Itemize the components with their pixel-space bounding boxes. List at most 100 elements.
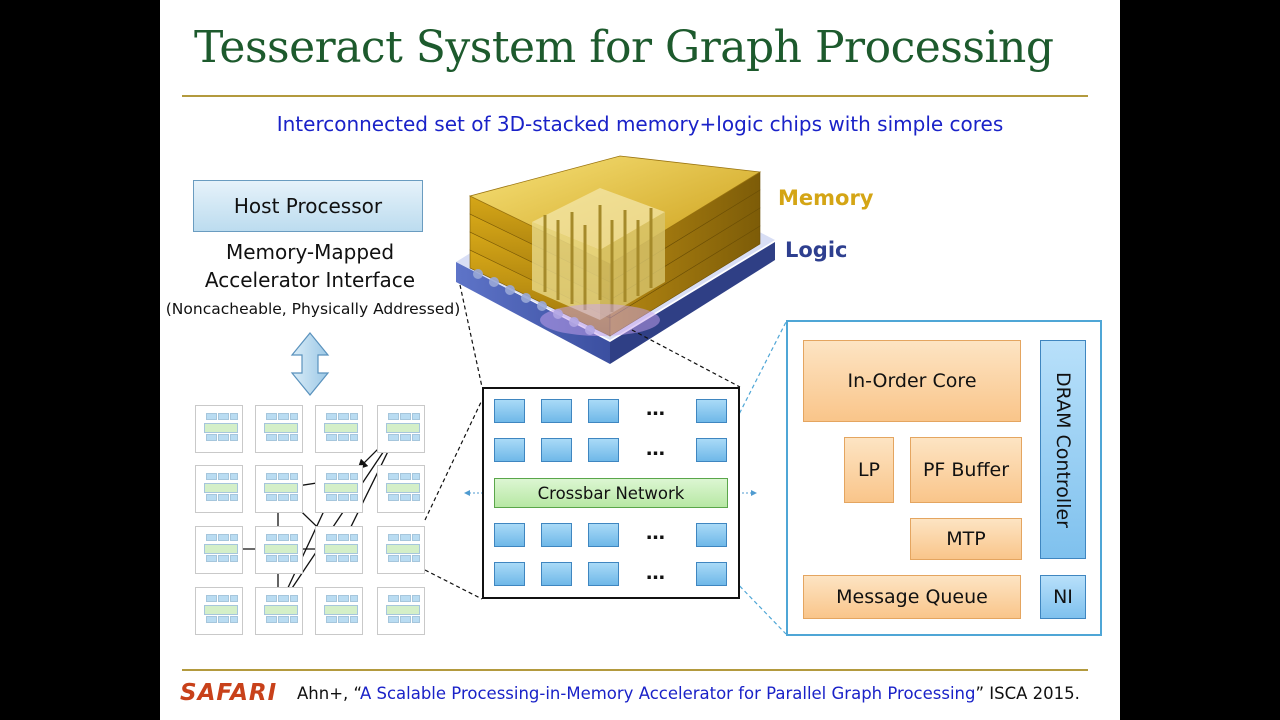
mini-chip-part: [324, 544, 358, 554]
mini-chip-part: [230, 494, 238, 501]
mini-chip-part: [290, 555, 298, 562]
mini-chip-part: [230, 473, 238, 480]
mini-chip-part: [400, 555, 411, 562]
mini-chip-part: [206, 534, 217, 541]
mini-chip-part: [206, 494, 217, 501]
mini-chip-part: [338, 555, 349, 562]
mini-chip-part: [412, 434, 420, 441]
mini-chip-part: [388, 413, 399, 420]
mtp-box: MTP: [910, 518, 1022, 560]
ni-box: NI: [1040, 575, 1086, 619]
mini-chip-part: [266, 494, 277, 501]
mini-chip-part: [290, 434, 298, 441]
slide-subtitle: Interconnected set of 3D-stacked memory+…: [276, 112, 1004, 136]
dram-controller-label: DRAM Controller: [1052, 371, 1074, 528]
vault-square: [541, 399, 572, 423]
mini-chip-part: [400, 413, 411, 420]
mini-chip-part: [218, 555, 229, 562]
mini-chip-part: [266, 555, 277, 562]
in-order-core-label: In-Order Core: [847, 370, 977, 392]
mini-chip-part: [218, 473, 229, 480]
mini-chip-part: [412, 595, 420, 602]
title-divider: [182, 95, 1088, 97]
mini-chip-part: [266, 595, 277, 602]
mini-chip-part: [278, 555, 289, 562]
mini-chip-part: [230, 616, 238, 623]
slide: Tesseract System for Graph Processing In…: [160, 0, 1120, 720]
mini-chip-part: [338, 534, 349, 541]
mini-chip-part: [290, 413, 298, 420]
mini-chip-part: [218, 616, 229, 623]
vault-square: [696, 562, 727, 586]
mini-chip-part: [266, 616, 277, 623]
diagram-graphics: [206, 155, 1067, 635]
mini-chip-part: [266, 534, 277, 541]
ellipsis-row2: …: [646, 438, 666, 460]
mini-chip-part: [386, 544, 420, 554]
mini-chip-part: [412, 413, 420, 420]
mini-chip-part: [400, 494, 411, 501]
mini-chip-part: [266, 413, 277, 420]
interface-label-line3: (Noncacheable, Physically Addressed): [165, 300, 461, 318]
ellipsis-row3: …: [646, 522, 666, 544]
mini-chip-part: [204, 483, 238, 493]
footer-divider: [182, 669, 1088, 671]
pf-buffer-box: PF Buffer: [910, 437, 1022, 503]
mini-chip-part: [230, 413, 238, 420]
lp-box: LP: [844, 437, 894, 503]
mini-chip: [255, 587, 303, 635]
citation-suffix: ” ISCA 2015.: [975, 684, 1080, 703]
interface-label-line2: Accelerator Interface: [204, 268, 416, 292]
pf-buffer-label: PF Buffer: [922, 459, 1010, 481]
ellipsis-row4: …: [646, 562, 666, 584]
mini-chip-part: [290, 473, 298, 480]
mini-chip-part: [400, 616, 411, 623]
mini-chip-part: [206, 413, 217, 420]
host-processor-label: Host Processor: [233, 194, 383, 218]
citation-prefix: Ahn+, “: [297, 684, 360, 703]
mini-chip-part: [338, 473, 349, 480]
mini-chip: [255, 526, 303, 574]
mini-chip-part: [350, 494, 358, 501]
3d-memory-stack-image: [456, 155, 775, 364]
mini-chip-part: [338, 494, 349, 501]
mini-chip: [377, 405, 425, 453]
zoom-line-right: [631, 329, 741, 388]
mini-chip-part: [290, 616, 298, 623]
vault-square: [696, 523, 727, 547]
mini-chip-part: [338, 616, 349, 623]
mini-chip-part: [388, 595, 399, 602]
memory-label: Memory: [778, 186, 874, 210]
mini-chip-part: [218, 494, 229, 501]
mini-chip: [377, 587, 425, 635]
mini-chip-part: [350, 473, 358, 480]
mini-chip: [315, 405, 363, 453]
crossbar-network-box: Crossbar Network: [494, 478, 728, 508]
mini-chip-part: [290, 494, 298, 501]
mini-chip-part: [278, 413, 289, 420]
vault-square: [588, 562, 619, 586]
mini-chip-part: [338, 413, 349, 420]
vault-square: [696, 399, 727, 423]
mini-chip: [255, 465, 303, 513]
mini-chip-part: [350, 595, 358, 602]
mini-chip-part: [326, 595, 337, 602]
mini-chip-part: [388, 473, 399, 480]
citation-paper-link[interactable]: A Scalable Processing-in-Memory Accelera…: [359, 684, 976, 703]
safari-logo: SAFARI: [180, 680, 278, 706]
vault-square: [588, 399, 619, 423]
mini-chip-part: [206, 595, 217, 602]
mini-chip-part: [400, 473, 411, 480]
vault-square: [494, 438, 525, 462]
slide-title: Tesseract System for Graph Processing: [194, 22, 1054, 73]
mini-chip-part: [218, 413, 229, 420]
vault-square: [541, 438, 572, 462]
dram-controller-box: DRAM Controller: [1040, 340, 1086, 559]
vault-square: [541, 523, 572, 547]
mini-chip-part: [264, 544, 298, 554]
mini-chip-part: [278, 534, 289, 541]
mini-chip-part: [264, 423, 298, 433]
mini-chip-part: [290, 595, 298, 602]
zoom-line-grid-bottom: [424, 569, 483, 600]
zoom-line-grid-top: [424, 399, 483, 521]
